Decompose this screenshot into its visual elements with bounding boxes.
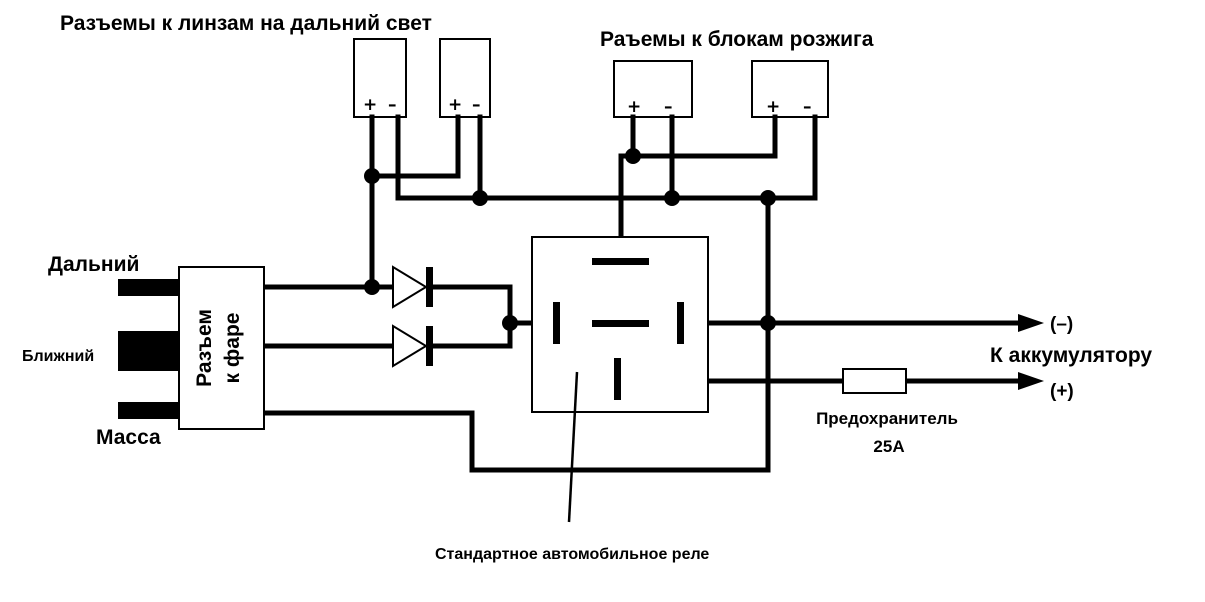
relay-pin-right (677, 302, 684, 344)
diode-low-beam (392, 324, 433, 368)
ground-pin (118, 402, 180, 419)
relay-pin-top (592, 258, 649, 265)
plus-sign: + (766, 97, 780, 117)
lens-connectors-title: Разъемы к линзам на дальний свет (60, 12, 432, 35)
fuse (842, 368, 907, 394)
relay (531, 236, 709, 413)
ground-label: Масса (96, 426, 161, 449)
relay-caption: Стандартное автомобильное реле (435, 546, 709, 563)
to-battery-label: К аккумулятору (990, 344, 1152, 367)
junctions (364, 148, 776, 331)
headlight-connector-label-2: к фаре (221, 313, 244, 384)
low-beam-label: Ближний (22, 348, 94, 365)
lens-connector-2: + – (439, 38, 491, 118)
low-beam-pin (118, 331, 180, 371)
headlight-connector-label-1: Разъем (193, 309, 216, 387)
headlight-connector: Разъем к фаре (118, 266, 265, 430)
fuse-label: Предохранитель (816, 409, 958, 428)
minus-sign: – (388, 95, 397, 115)
high-beam-label: Дальний (48, 253, 139, 276)
plus-sign: + (627, 97, 641, 117)
relay-pointer (567, 371, 579, 523)
minus-sign: – (472, 95, 481, 115)
wires (262, 114, 1023, 473)
relay-pin-left (553, 302, 560, 344)
arrow-minus-icon (1018, 314, 1044, 332)
arrow-plus-icon (1018, 372, 1044, 390)
minus-terminal-label: (–) (1050, 314, 1073, 335)
high-beam-pin (118, 279, 180, 296)
plus-sign: + (363, 95, 377, 115)
plus-terminal-label: (+) (1050, 381, 1074, 402)
diode-high-beam (392, 265, 433, 309)
minus-sign: – (664, 97, 673, 117)
plus-sign: + (448, 95, 462, 115)
relay-pin-bottom (614, 358, 621, 400)
lens-connector-1: + – (353, 38, 407, 118)
fuse-rating: 25А (873, 437, 904, 456)
minus-sign: – (803, 97, 812, 117)
relay-pin-center (592, 320, 649, 327)
ignition-connector-2: + – (751, 60, 829, 118)
ignition-connectors-title: Раъемы к блокам розжига (600, 28, 874, 51)
ignition-connector-1: + – (613, 60, 693, 118)
